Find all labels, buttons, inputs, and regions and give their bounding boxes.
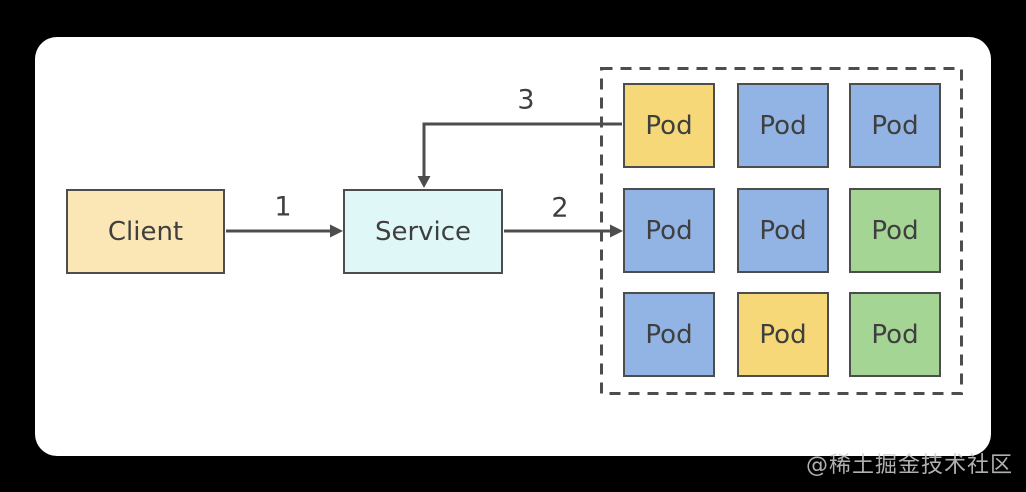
client-node: Client [66, 189, 225, 274]
pod-node: Pod [849, 83, 941, 168]
client-label: Client [107, 216, 184, 247]
pod-node: Pod [737, 292, 829, 377]
arrow-label-1: 1 [274, 191, 292, 223]
pod-label: Pod [645, 319, 693, 350]
service-node: Service [343, 189, 503, 274]
pod-label: Pod [871, 215, 919, 246]
service-label: Service [374, 216, 472, 247]
pod-node: Pod [623, 292, 715, 377]
pod-node: Pod [849, 188, 941, 273]
pod-label: Pod [645, 215, 693, 246]
pod-node: Pod [737, 83, 829, 168]
pod-node: Pod [623, 188, 715, 273]
pod-label: Pod [759, 110, 807, 141]
pod-label: Pod [759, 215, 807, 246]
pod-label: Pod [871, 319, 919, 350]
pod-label: Pod [759, 319, 807, 350]
arrow-label-3: 3 [517, 84, 535, 116]
pod-label: Pod [645, 110, 693, 141]
arrow-label-2: 2 [551, 192, 569, 224]
pod-node: Pod [737, 188, 829, 273]
pod-node: Pod [849, 292, 941, 377]
pod-node: Pod [623, 83, 715, 168]
watermark: @稀土掘金技术社区 [805, 453, 1013, 478]
pod-label: Pod [871, 110, 919, 141]
